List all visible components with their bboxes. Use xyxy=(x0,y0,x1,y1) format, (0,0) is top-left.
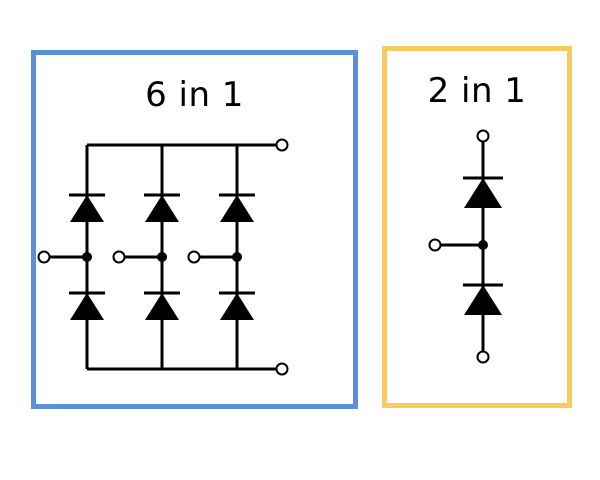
diode-icon xyxy=(69,291,105,320)
two-in-one-module-frame: 2 in 1 xyxy=(382,46,572,408)
two-in-one-title: 2 in 1 xyxy=(427,71,527,111)
two-in-one-circuit xyxy=(436,136,485,357)
diode-icon xyxy=(463,283,503,315)
diode-icon xyxy=(144,291,180,320)
terminal-icon xyxy=(112,250,126,264)
diode-icon xyxy=(69,193,105,222)
junction-dot-icon xyxy=(82,252,92,262)
junction-dot-icon xyxy=(478,240,488,250)
terminal-icon xyxy=(275,138,289,152)
terminal-icon xyxy=(275,362,289,376)
terminal-icon xyxy=(187,250,201,264)
junction-dot-icon xyxy=(232,252,242,262)
diode-icon xyxy=(219,291,255,320)
diode-icon xyxy=(219,193,255,222)
terminal-icon xyxy=(476,129,490,143)
terminal-icon xyxy=(428,238,442,252)
terminal-icon xyxy=(476,350,490,364)
terminal-icon xyxy=(37,250,51,264)
diode-icon xyxy=(144,193,180,222)
diode-icon xyxy=(463,176,503,208)
six-in-one-module-frame: 6 in 1 xyxy=(31,50,358,409)
six-in-one-title: 6 in 1 xyxy=(145,75,244,115)
junction-dot-icon xyxy=(157,252,167,262)
